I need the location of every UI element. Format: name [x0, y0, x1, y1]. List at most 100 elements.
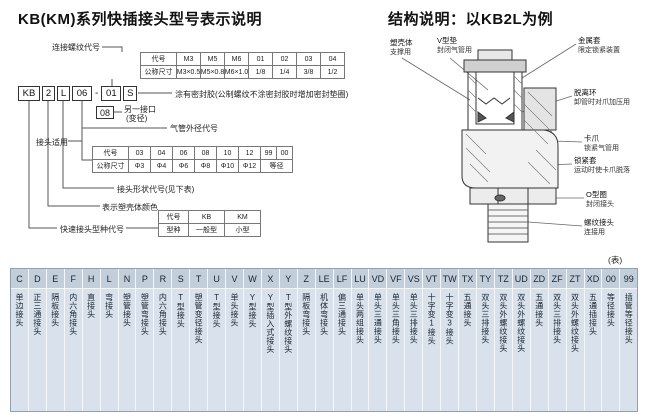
- shape-code-column: TY 双头三排接头: [475, 269, 494, 411]
- shape-code-header: W: [243, 269, 261, 289]
- od-code-cell: 08: [195, 147, 217, 160]
- shape-code-column: U T型接头: [207, 269, 226, 411]
- shape-code-header: C: [11, 269, 28, 289]
- od-table-column: 03 Φ3: [129, 147, 151, 173]
- od-table-column: 12 Φ12: [239, 147, 261, 173]
- shape-name-cell: 双头三排接头: [552, 293, 562, 344]
- shape-code-column: 99 插管等径接头: [619, 269, 638, 411]
- shape-code-column: VD 单头三通接头: [368, 269, 387, 411]
- od-size-cell: Φ8: [195, 160, 217, 173]
- thread-code-label: 连接螺纹代号: [52, 43, 100, 52]
- model-segment-01: 01: [101, 86, 122, 101]
- shape-name-cell: 双头外螺纹接头: [516, 293, 526, 353]
- type-table-cell: 代号: [159, 211, 189, 224]
- od-code-cell: 03: [129, 147, 151, 160]
- thread-size-cell: M3×0.5: [177, 66, 201, 79]
- shape-code-header: T: [190, 269, 208, 289]
- type-table-cell: 型种: [159, 224, 189, 237]
- shape-code-header: TZ: [494, 269, 512, 289]
- shape-code-header: ZF: [548, 269, 566, 289]
- shape-code-table: C 单边接头 D 正三通接头 E 隔板接头 F 内六角接头 H 直接头 L 弯接…: [10, 268, 638, 412]
- od-code-cell: 06: [173, 147, 195, 160]
- callout-claw: 卡爪 锁紧气管用: [584, 134, 619, 152]
- shape-code-header: U: [208, 269, 226, 289]
- callout-metal-sleeve: 金属套 限定锁紧装置: [578, 36, 620, 54]
- thread-table-column: 04 1/2: [321, 53, 345, 79]
- od-code-cell: 10: [217, 147, 239, 160]
- alt-port-code-box: 08: [96, 106, 114, 119]
- shape-name-cell: 弯接头: [104, 293, 114, 319]
- shape-code-header: ZT: [566, 269, 584, 289]
- type-table-cell: KM: [225, 211, 261, 224]
- shape-code-column: C 单边接头: [11, 269, 28, 411]
- alt-port-label: 另一接口: [124, 105, 156, 114]
- shape-code-header: UD: [512, 269, 530, 289]
- shape-name-cell: 双头外螺纹接头: [498, 293, 508, 353]
- type-table-cell: KB: [189, 211, 225, 224]
- thread-code-cell: M6: [225, 53, 249, 66]
- shape-code-header: 00: [602, 269, 620, 289]
- shape-code-header: L: [100, 269, 118, 289]
- callout-release-ring: 脱离环 卸管时对爪加压用: [574, 88, 630, 106]
- model-segment-l: L: [57, 86, 70, 101]
- tube-od-label: 气管外径代号: [170, 124, 218, 133]
- thread-size-cell: 1/2: [321, 66, 345, 79]
- shape-code-column: F 内六角接头: [63, 269, 82, 411]
- od-size-cell: Φ4: [151, 160, 173, 173]
- shape-code-header: VT: [423, 269, 441, 289]
- shape-code-header: E: [46, 269, 64, 289]
- od-size-cell: Φ3: [129, 160, 151, 173]
- thread-code-cell: 03: [297, 53, 321, 66]
- shape-code-column: T 塑管变径接头: [189, 269, 208, 411]
- shape-code-column: S T型接头: [171, 269, 190, 411]
- shape-name-cell: Y型插入式接头: [265, 293, 275, 354]
- shape-code-column: XD 五通插接头: [583, 269, 602, 411]
- shape-code-column: L 弯接头: [99, 269, 118, 411]
- shape-name-cell: 直接头: [86, 293, 96, 319]
- shape-code-column: LF 偏三通接头: [332, 269, 351, 411]
- shape-code-column: P 塑管弯接头: [135, 269, 154, 411]
- shape-name-cell: 内六角接头: [68, 293, 78, 336]
- shape-code-column: ZT 双头外螺纹接头: [565, 269, 584, 411]
- shape-code-header: Y: [279, 269, 297, 289]
- shape-code-header: X: [261, 269, 279, 289]
- callout-threaded-end: 螺纹接头 连接用: [584, 218, 614, 236]
- thread-code-table: 代号 公称尺寸 M3 M3×0.5 M5 M5×0.8 M6 M6×1.0 01…: [140, 52, 345, 79]
- thread-table-row1-label: 代号: [141, 53, 177, 66]
- shape-code-label: 接头形状代号(见下表): [117, 185, 195, 194]
- od-table-column: 10 Φ10: [217, 147, 239, 173]
- thread-table-column: 02 1/4: [273, 53, 297, 79]
- shape-name-cell: 十字变3接头: [445, 293, 455, 345]
- table-note: (表): [608, 255, 623, 265]
- shape-code-header: Z: [297, 269, 315, 289]
- shape-name-cell: 隔板弯接头: [301, 293, 311, 336]
- shape-name-cell: 单头三角接头: [391, 293, 401, 344]
- thread-code-cell: M3: [177, 53, 201, 66]
- callout-plastic-body: 塑壳体 支撑用: [390, 38, 413, 56]
- shape-name-cell: T型接头: [176, 293, 186, 328]
- left-section-title: KB(KM)系列快插接头型号表示说明: [18, 11, 262, 28]
- thread-size-cell: 1/8: [249, 66, 273, 79]
- thread-size-cell: 3/8: [297, 66, 321, 79]
- type-table-cell: 一般型: [189, 224, 225, 237]
- shape-name-cell: 双头三排接头: [480, 293, 490, 344]
- model-dash: -: [95, 88, 99, 99]
- shape-name-cell: 单头三排接头: [409, 293, 419, 344]
- od-code-cell: 04: [151, 147, 173, 160]
- shape-code-header: F: [64, 269, 82, 289]
- type-table-cell: 小型: [225, 224, 261, 237]
- shape-name-cell: Y型接头: [247, 293, 257, 328]
- shape-code-header: VS: [405, 269, 423, 289]
- shape-name-cell: T型外螺纹接头: [283, 293, 293, 354]
- shape-code-column: ZD 五通接头: [529, 269, 548, 411]
- seal-note-label: 涂有密封胶(公制螺纹不涂密封胶时增加密封垫圈): [175, 90, 349, 99]
- shape-code-column: UD 双头外螺纹接头: [511, 269, 530, 411]
- model-segment-2: 2: [42, 86, 55, 101]
- shape-name-cell: 单头三通接头: [373, 293, 383, 344]
- shape-code-column: X Y型插入式接头: [260, 269, 279, 411]
- od-code-cell-00: 00: [277, 147, 293, 160]
- model-segment-s: S: [123, 86, 138, 101]
- od-size-equal-cell: 等径: [261, 160, 293, 173]
- shape-name-cell: T型接头: [212, 293, 222, 328]
- shape-code-column: TZ 双头外螺纹接头: [493, 269, 512, 411]
